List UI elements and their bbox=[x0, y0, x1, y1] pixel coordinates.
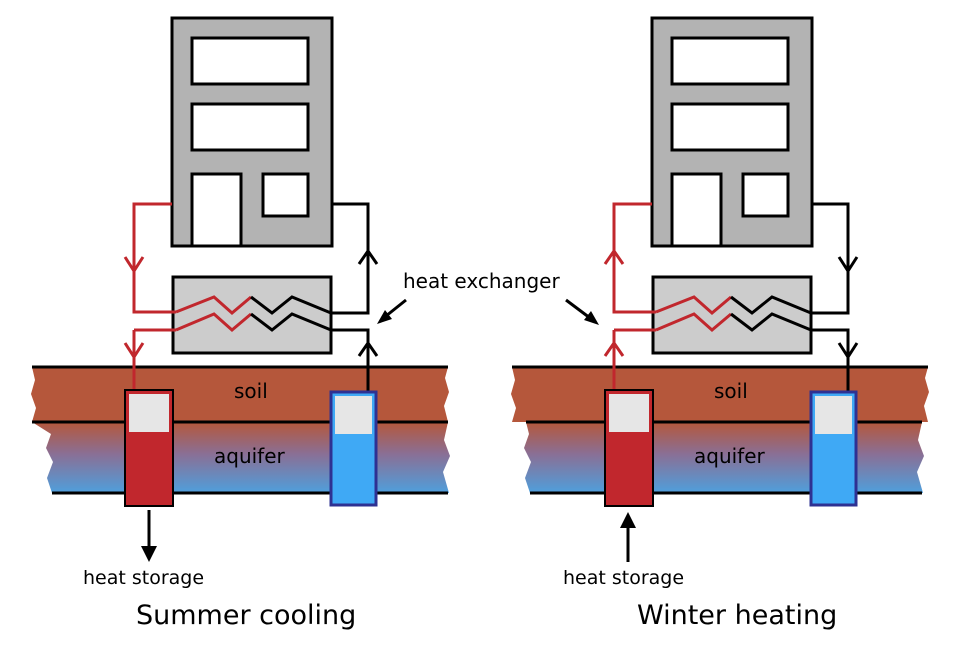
building-window bbox=[670, 36, 790, 86]
chevron-arrow-icon bbox=[837, 256, 859, 274]
heat-storage-arrow-up bbox=[620, 512, 636, 562]
cold-coil bbox=[250, 312, 332, 332]
warm-well-icon bbox=[124, 389, 174, 507]
warm-well-icon bbox=[604, 389, 654, 507]
heat-exchanger-pointer-arrow bbox=[565, 298, 599, 325]
cold-coil bbox=[250, 295, 332, 315]
building-door bbox=[190, 172, 243, 248]
heat-storage-label: heat storage bbox=[83, 567, 204, 589]
panel-summer-cooling: heat exchanger soil aquifer heat storage… bbox=[31, 16, 560, 631]
chevron-arrow-icon bbox=[357, 248, 379, 265]
building-window bbox=[741, 172, 790, 218]
soil-label: soil bbox=[714, 379, 748, 403]
heat-exchanger-label: heat exchanger bbox=[403, 269, 560, 293]
heat-exchanger-pointer-arrow bbox=[377, 298, 407, 324]
chevron-arrow-icon bbox=[603, 248, 625, 265]
soil-label: soil bbox=[234, 379, 268, 403]
panel-title: Summer cooling bbox=[136, 600, 356, 631]
building-window bbox=[190, 36, 310, 86]
cold-pipe bbox=[730, 202, 859, 392]
chevron-arrow-icon bbox=[123, 256, 145, 274]
warm-coil bbox=[655, 312, 732, 332]
building-window bbox=[670, 102, 790, 152]
cold-well-icon bbox=[329, 390, 378, 507]
building-window bbox=[190, 102, 310, 152]
aquifer-label: aquifer bbox=[214, 444, 286, 468]
chevron-arrow-icon bbox=[837, 342, 859, 360]
heat-storage-label: heat storage bbox=[563, 567, 684, 589]
building-icon bbox=[650, 16, 814, 248]
cold-pipe bbox=[250, 202, 379, 392]
warm-coil bbox=[655, 295, 732, 315]
chevron-arrow-icon bbox=[357, 340, 379, 357]
warm-pipe bbox=[603, 202, 732, 390]
building-window bbox=[261, 172, 310, 218]
heat-storage-arrow-down bbox=[141, 510, 157, 562]
chevron-arrow-icon bbox=[123, 342, 145, 360]
aquifer-label: aquifer bbox=[694, 444, 766, 468]
warm-coil bbox=[175, 312, 252, 332]
cold-coil bbox=[730, 312, 812, 332]
building-icon bbox=[170, 16, 334, 248]
panel-winter-heating: soil aquifer heat storage Winter heating bbox=[511, 16, 929, 631]
building-door bbox=[670, 172, 723, 248]
warm-pipe bbox=[123, 202, 252, 390]
cold-coil bbox=[730, 295, 812, 315]
panel-title: Winter heating bbox=[637, 600, 837, 631]
cold-well-icon bbox=[809, 390, 858, 507]
warm-coil bbox=[175, 295, 252, 315]
chevron-arrow-icon bbox=[603, 340, 625, 357]
